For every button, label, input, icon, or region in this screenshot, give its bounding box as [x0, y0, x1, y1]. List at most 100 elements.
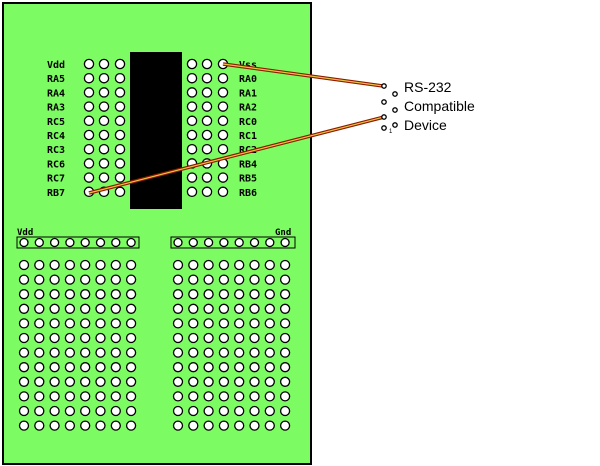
grid-hole — [172, 362, 184, 373]
grid-hole — [234, 362, 245, 373]
grid-hole — [218, 303, 230, 314]
pin-label-right: RB5 — [239, 174, 257, 185]
grid-hole — [34, 420, 45, 431]
grid-hole — [218, 289, 230, 300]
grid-hole — [125, 303, 137, 314]
grid-hole — [110, 405, 121, 417]
grid-hole — [64, 259, 76, 271]
grid-hole — [203, 347, 214, 358]
pin-label-right: RC1 — [239, 131, 257, 142]
pin-hole — [83, 158, 95, 169]
grid-hole — [80, 405, 91, 417]
grid-hole — [172, 259, 184, 271]
pin-hole — [217, 143, 229, 155]
grid-hole — [188, 420, 199, 431]
rail-hole — [19, 237, 29, 248]
grid-hole — [110, 347, 121, 358]
grid-hole — [264, 420, 275, 431]
grid-hole — [264, 391, 275, 402]
grid-hole — [203, 289, 214, 300]
grid-hole — [18, 391, 30, 402]
grid-hole — [110, 303, 121, 314]
grid-hole — [18, 259, 30, 271]
grid-hole — [249, 332, 260, 344]
grid-hole — [172, 303, 184, 314]
grid-hole — [172, 332, 184, 344]
pin-label-right: RA1 — [239, 88, 257, 99]
grid-hole — [125, 391, 137, 402]
grid-hole — [80, 376, 91, 387]
grid-hole — [234, 391, 245, 402]
grid-hole — [18, 303, 30, 314]
grid-hole — [188, 347, 199, 358]
grid-hole — [249, 347, 260, 358]
grid-hole — [234, 259, 245, 271]
rail-hole — [34, 237, 44, 248]
grid-hole — [49, 274, 60, 285]
pin-hole — [98, 115, 110, 127]
grid-hole — [234, 405, 245, 417]
grid-hole — [218, 420, 230, 431]
grid-hole — [234, 303, 245, 314]
grid-hole — [80, 274, 91, 285]
grid-hole — [234, 274, 245, 285]
grid-hole — [188, 391, 199, 402]
grid-hole — [49, 289, 60, 300]
grid-hole — [49, 391, 60, 402]
pin-hole — [217, 129, 229, 141]
rail-hole — [65, 237, 75, 248]
grid-hole — [249, 289, 260, 300]
grid-hole — [279, 332, 291, 344]
grid-hole — [279, 405, 291, 417]
grid-hole — [34, 259, 45, 271]
grid-hole — [18, 289, 30, 300]
rs232-connector — [381, 83, 398, 131]
grid-hole — [279, 274, 291, 285]
grid-hole — [172, 347, 184, 358]
rail-hole — [203, 237, 214, 248]
grid-hole — [234, 347, 245, 358]
grid-hole — [188, 259, 199, 271]
grid-hole — [234, 376, 245, 387]
pin-hole — [114, 172, 126, 183]
pin-label-left: RC3 — [47, 145, 65, 156]
pin-hole — [83, 87, 95, 98]
pin-hole — [114, 129, 126, 141]
gnd-rail-label: Gnd — [275, 228, 291, 238]
pin-hole — [217, 87, 229, 98]
grid-hole — [218, 332, 230, 344]
pin-label-right: Vss — [239, 60, 257, 71]
grid-hole — [188, 376, 199, 387]
grid-hole — [203, 274, 214, 285]
vdd-rail-strip — [16, 236, 140, 249]
pin-hole — [83, 58, 95, 70]
pin-hole — [98, 72, 110, 84]
gnd-rail-strip — [170, 236, 296, 249]
rail-hole — [249, 237, 260, 248]
grid-hole — [64, 420, 76, 431]
grid-hole — [279, 347, 291, 358]
pin-hole — [186, 115, 198, 127]
rail-hole — [188, 237, 198, 248]
grid-hole — [34, 274, 45, 285]
grid-hole — [172, 289, 184, 300]
grid-hole — [249, 318, 260, 329]
pin-label-right: RB4 — [239, 159, 257, 170]
grid-hole — [80, 347, 91, 358]
pin-label-left: RA4 — [47, 88, 65, 99]
device-label-line2: Compatible — [404, 98, 475, 114]
grid-hole — [234, 420, 245, 431]
pin-label-left: RA3 — [47, 103, 65, 114]
grid-hole — [264, 303, 275, 314]
grid-hole — [264, 362, 275, 373]
pin-label-right: RA0 — [239, 74, 257, 85]
pin-hole — [201, 172, 213, 183]
grid-hole — [80, 259, 91, 271]
grid-hole — [49, 376, 60, 387]
grid-hole — [80, 420, 91, 431]
pin-label-left: RC7 — [47, 174, 65, 185]
grid-hole — [188, 362, 199, 373]
grid-hole — [18, 376, 30, 387]
grid-hole — [125, 362, 137, 373]
